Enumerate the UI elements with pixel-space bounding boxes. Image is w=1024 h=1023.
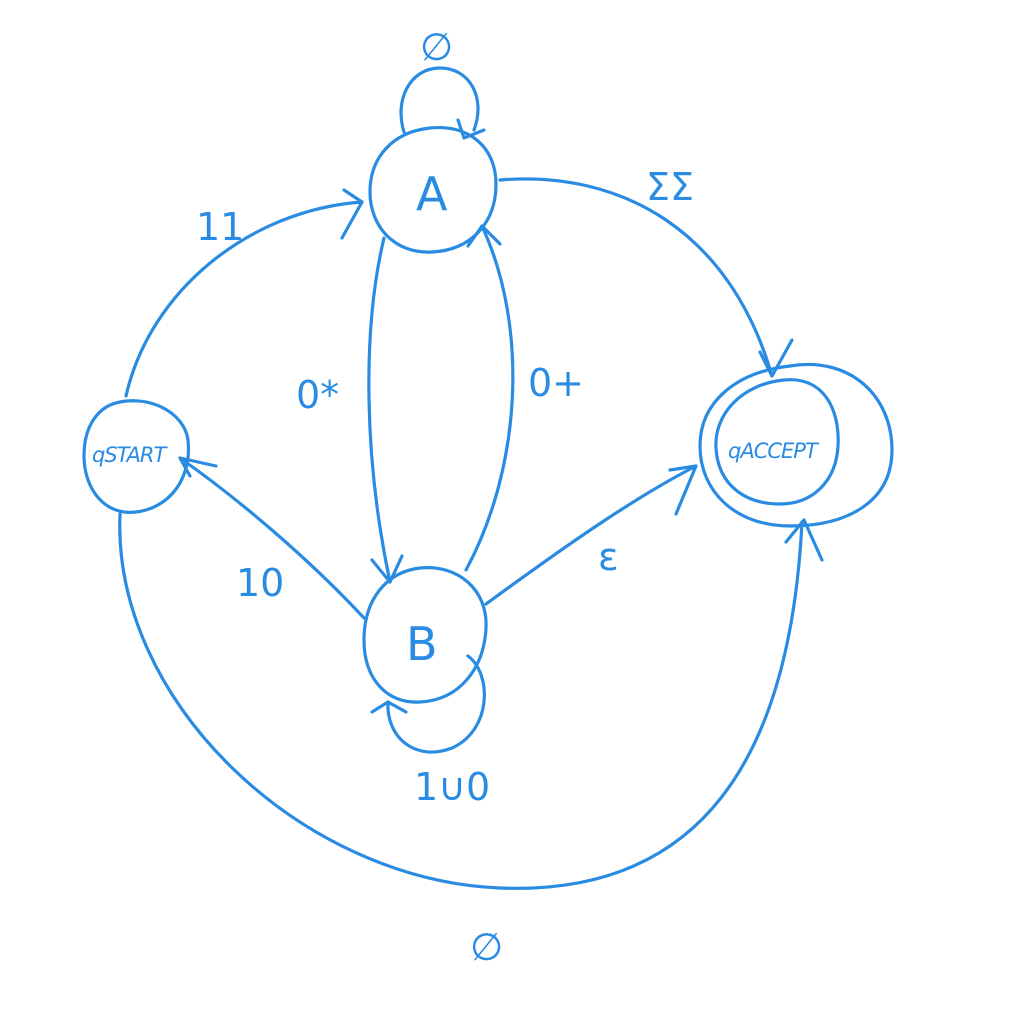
edge-b-to-a: 0+ bbox=[464, 224, 584, 572]
state-b: B bbox=[362, 566, 488, 704]
edge-b-to-start-label: 10 bbox=[236, 561, 284, 605]
edge-a-to-b-label: 0* bbox=[296, 373, 339, 417]
edge-a-self: ∅ bbox=[399, 25, 486, 140]
state-accept-label: qACCEPT bbox=[728, 439, 820, 463]
edge-b-self: 1∪0 bbox=[370, 654, 490, 809]
state-accept: qACCEPT bbox=[698, 363, 894, 528]
edge-start-to-accept: ∅ bbox=[118, 512, 824, 969]
accept-outer-ring bbox=[698, 363, 894, 528]
edge-a-self-label: ∅ bbox=[420, 25, 453, 69]
edge-b-self-label: 1∪0 bbox=[414, 765, 490, 809]
edge-a-to-b: 0* bbox=[296, 236, 404, 584]
edge-b-to-accept: ε bbox=[484, 464, 698, 606]
state-a-label: A bbox=[416, 167, 448, 221]
edge-start-to-a-label: 11 bbox=[196, 205, 244, 249]
edge-a-to-accept: ΣΣ bbox=[498, 165, 794, 378]
state-b-label: B bbox=[406, 617, 438, 671]
edge-b-to-a-label: 0+ bbox=[528, 361, 584, 405]
edge-start-to-accept-label: ∅ bbox=[470, 925, 503, 969]
edge-b-to-accept-label: ε bbox=[598, 535, 619, 579]
state-a: A bbox=[368, 125, 498, 254]
state-start-label: qSTART bbox=[92, 443, 169, 467]
accept-inner-ring bbox=[714, 378, 840, 506]
edge-a-to-accept-label: ΣΣ bbox=[646, 165, 694, 209]
state-start: qSTART bbox=[82, 399, 191, 514]
edge-b-to-start: 10 bbox=[178, 456, 366, 620]
edge-start-to-a: 11 bbox=[124, 188, 364, 398]
